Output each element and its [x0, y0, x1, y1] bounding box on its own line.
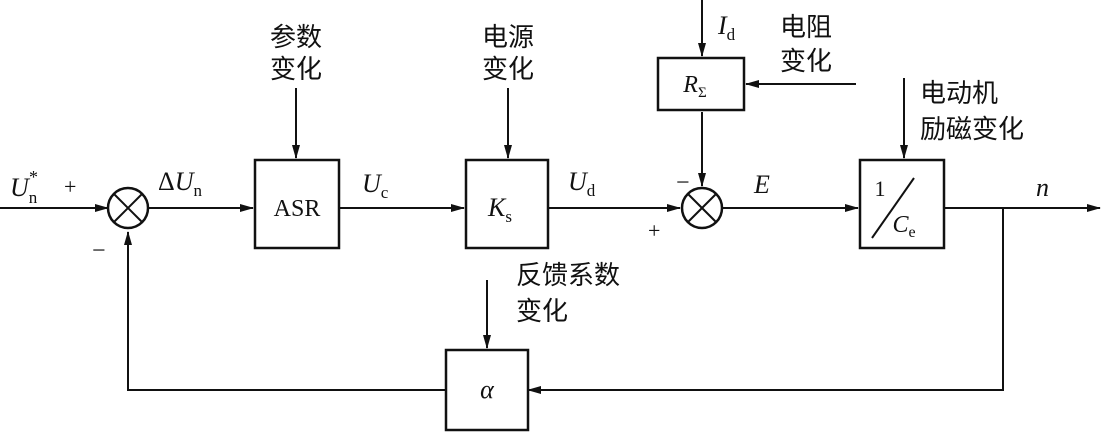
- ud-sub: d: [587, 181, 596, 200]
- uc-label: Uc: [362, 169, 389, 202]
- feedback-line-to-sum: [124, 231, 446, 391]
- sum2-plus-sign: +: [648, 218, 660, 243]
- un-star-label: Un: [10, 173, 38, 207]
- ks-block: Ks: [464, 158, 550, 250]
- id-label: Id: [717, 11, 736, 44]
- rsum-label: RΣ: [682, 72, 706, 101]
- power-text-line1: 电源: [482, 23, 534, 53]
- feedback-text-line1: 反馈系数: [516, 261, 620, 291]
- motor-numerator: 1: [875, 176, 886, 201]
- sum2-minus-sign: −: [676, 170, 690, 196]
- e-label: E: [753, 170, 770, 199]
- resistance-text-line1: 电阻: [780, 13, 832, 43]
- motor-denominator: Ce: [892, 212, 915, 241]
- asr-label: ASR: [274, 196, 321, 222]
- param-text-line2: 变化: [270, 55, 322, 85]
- motor-den-sub: e: [908, 224, 915, 241]
- un-star-sup: *: [29, 167, 38, 187]
- excitation-text-line1: 电动机: [920, 79, 998, 109]
- delta-symbol: Δ: [158, 167, 175, 196]
- rsum-sub: Σ: [698, 85, 707, 101]
- ks-main: K: [487, 193, 507, 222]
- summing-junction-2: [680, 186, 724, 230]
- rsum-block: RΣ: [656, 56, 746, 112]
- motor-den-main: C: [892, 212, 909, 238]
- uc-main: U: [362, 169, 383, 198]
- un-star-main: U: [10, 173, 31, 202]
- ks-label: Ks: [487, 193, 512, 226]
- feedback-text-line2: 变化: [516, 297, 568, 327]
- ud-main: U: [568, 167, 589, 196]
- delta-un-main: U: [175, 167, 196, 196]
- id-sub: d: [727, 25, 736, 44]
- delta-un-label: ΔUn: [158, 167, 203, 200]
- sum1-plus-sign: +: [64, 174, 76, 199]
- param-text-line1: 参数: [270, 23, 322, 53]
- ks-sub: s: [505, 207, 512, 226]
- rsum-main: R: [682, 72, 698, 98]
- id-main: I: [717, 11, 728, 40]
- delta-un-sub: n: [194, 181, 203, 200]
- asr-block: ASR: [253, 158, 341, 250]
- fraction-slash: [871, 177, 915, 239]
- resistance-text-line2: 变化: [780, 47, 832, 77]
- excitation-text-line2: 励磁变化: [920, 115, 1024, 145]
- motor-block: 1 Ce: [858, 158, 946, 250]
- power-text-line2: 变化: [482, 55, 534, 85]
- un-star-sub: n: [29, 188, 38, 207]
- sum1-minus-sign: −: [92, 238, 106, 264]
- alpha-label: α: [480, 375, 495, 404]
- feedback-line-to-alpha: [527, 208, 1004, 394]
- ud-label: Ud: [568, 167, 596, 200]
- n-label: n: [1036, 173, 1049, 202]
- summing-junction-1: [106, 186, 150, 230]
- uc-sub: c: [381, 183, 389, 202]
- alpha-block: α: [444, 348, 530, 432]
